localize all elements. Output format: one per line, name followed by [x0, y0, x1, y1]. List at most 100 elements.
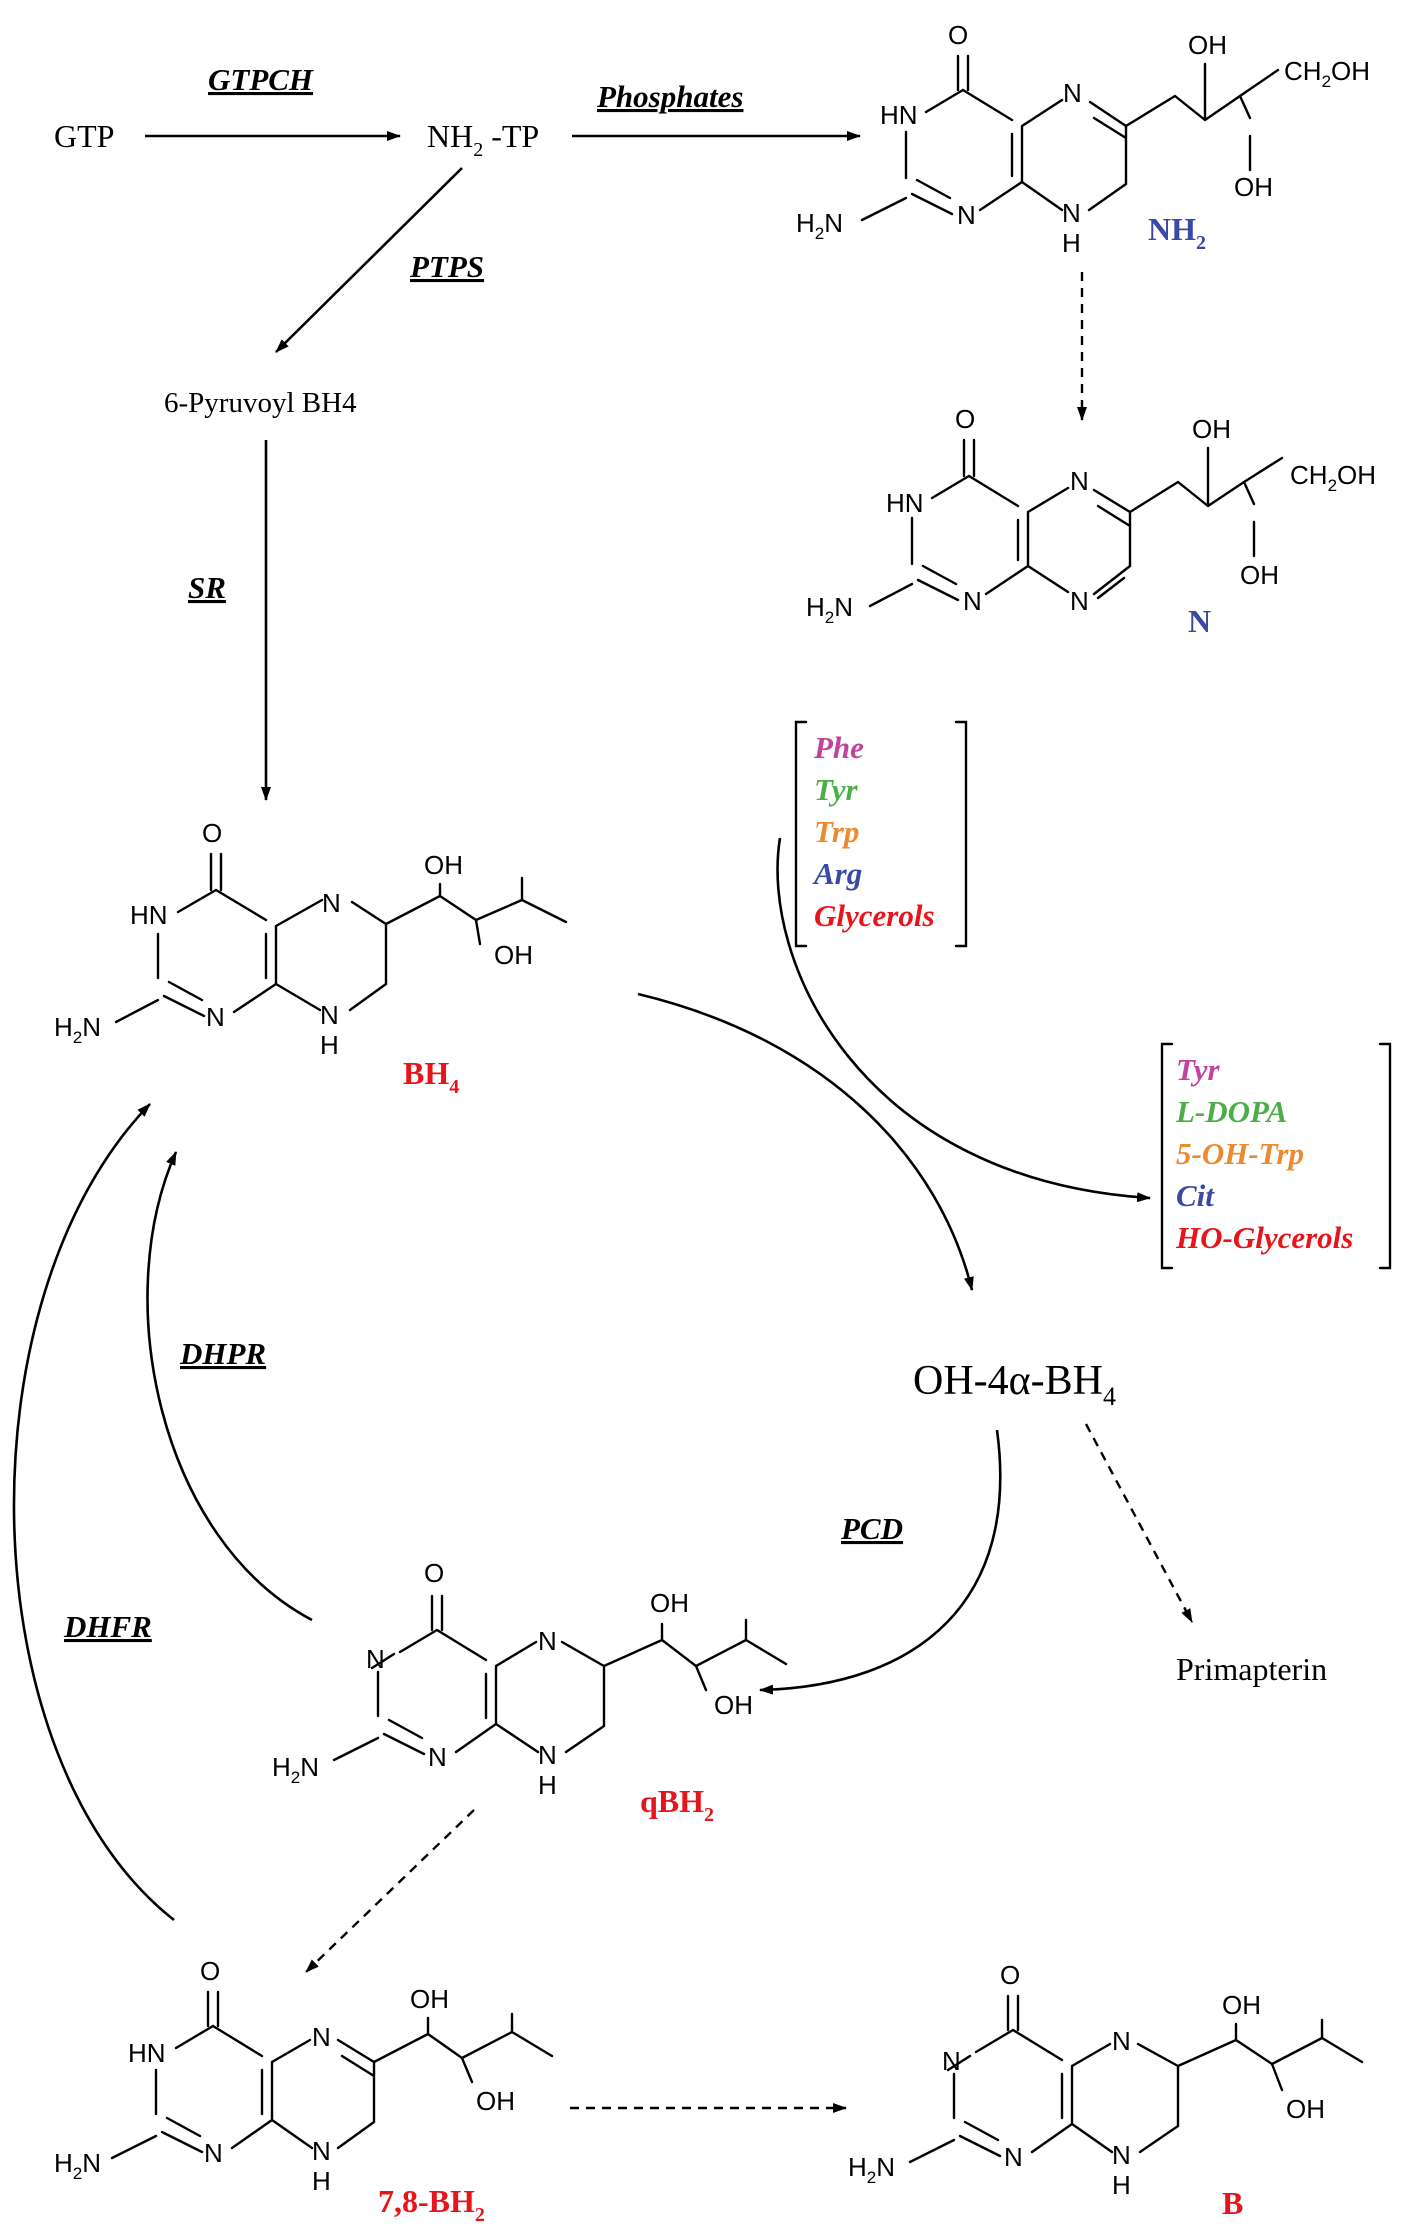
svg-text:N: N	[1004, 2142, 1023, 2172]
svg-text:H2N: H2N	[272, 1752, 319, 1787]
svg-text:O: O	[955, 404, 975, 434]
svg-text:HN: HN	[130, 900, 168, 930]
svg-text:H2N: H2N	[848, 2152, 895, 2187]
svg-text:H2N: H2N	[54, 2148, 101, 2183]
dhpr-enzyme-label: DHPR	[179, 1336, 266, 1371]
dhfr-arrow	[12, 1103, 175, 1922]
svg-text:OH: OH	[1192, 414, 1231, 444]
svg-text:OH: OH	[650, 1588, 689, 1618]
nh2-compound-label: NH2	[1148, 211, 1206, 254]
svg-text:OH: OH	[476, 2086, 515, 2116]
svg-text:N: N	[312, 2136, 331, 2166]
bh4-to-oh4a-arrow	[637, 992, 974, 1291]
substrate-bracket	[794, 720, 968, 948]
svg-text:OH: OH	[714, 1690, 753, 1720]
svg-text:CH2OH: CH2OH	[1284, 56, 1370, 91]
svg-text:N: N	[1070, 586, 1089, 616]
ptps-enzyme-label: PTPS	[409, 249, 484, 284]
svg-text:N: N	[366, 1644, 385, 1674]
substrate-item: Trp	[814, 814, 859, 849]
bh2-78-structure: O HN N N N H H2N OH OH	[54, 1956, 554, 2196]
svg-text:O: O	[948, 20, 968, 50]
svg-text:N: N	[538, 1740, 557, 1770]
svg-text:O: O	[424, 1558, 444, 1588]
pcd-enzyme-label: PCD	[840, 1511, 903, 1546]
svg-text:H: H	[320, 1030, 339, 1060]
bh4-compound-label: BH4	[403, 1055, 459, 1098]
svg-text:N: N	[1112, 2140, 1131, 2170]
svg-text:H2N: H2N	[54, 1012, 101, 1047]
svg-text:H2N: H2N	[806, 592, 853, 627]
b-compound-label: B	[1222, 2185, 1243, 2221]
bh2-78-compound-label: 7,8-BH2	[378, 2183, 485, 2226]
svg-text:OH: OH	[424, 850, 463, 880]
qbh2-compound-label: qBH2	[640, 1783, 714, 1826]
substrate-item: Glycerols	[814, 898, 935, 933]
svg-text:N: N	[538, 1626, 557, 1656]
svg-text:N: N	[206, 1002, 225, 1032]
svg-text:N: N	[204, 2138, 223, 2168]
nh2-tp-label: NH2 -TP	[427, 118, 539, 161]
svg-text:OH: OH	[1234, 172, 1273, 202]
svg-text:H: H	[1112, 2170, 1131, 2200]
substrate-to-product-arrow	[776, 837, 1151, 1203]
n-compound-label: N	[1188, 603, 1211, 639]
oh4a-bh4-label: OH-4α-BH4	[913, 1358, 1116, 1411]
svg-text:OH: OH	[1240, 560, 1279, 590]
nh2-structure: O HN N N N H H2N OH OH CH2OH	[796, 20, 1370, 258]
svg-text:N: N	[957, 200, 976, 230]
svg-text:H: H	[312, 2166, 331, 2196]
svg-text:N: N	[1062, 198, 1081, 228]
svg-text:OH: OH	[494, 940, 533, 970]
svg-text:HN: HN	[886, 488, 924, 518]
product-item: 5-OH-Trp	[1176, 1136, 1304, 1171]
pcd-arrow	[759, 1429, 1002, 1695]
product-item: HO-Glycerols	[1175, 1220, 1353, 1255]
product-bracket	[1160, 1042, 1392, 1270]
svg-text:N: N	[1112, 2026, 1131, 2056]
svg-text:OH: OH	[1286, 2094, 1325, 2124]
svg-text:O: O	[1000, 1960, 1020, 1990]
svg-text:HN: HN	[128, 2038, 166, 2068]
svg-text:O: O	[200, 1956, 220, 1986]
svg-text:N: N	[322, 888, 341, 918]
svg-text:N: N	[1070, 466, 1089, 496]
qbh2-to-78bh2-dashed-arrow	[305, 1809, 475, 1973]
product-item: L-DOPA	[1175, 1094, 1287, 1129]
product-item: Tyr	[1176, 1052, 1221, 1087]
primapterin-label: Primapterin	[1176, 1651, 1327, 1687]
svg-text:OH: OH	[1188, 30, 1227, 60]
pyruvoyl-bh4-label: 6-Pyruvoyl BH4	[164, 387, 357, 419]
svg-text:N: N	[428, 1742, 447, 1772]
svg-text:CH2OH: CH2OH	[1290, 460, 1376, 495]
n-structure: O HN N N N H2N OH OH CH2OH	[806, 404, 1376, 627]
svg-text:H2N: H2N	[796, 208, 843, 243]
oh4a-to-primapterin-dashed-arrow	[1084, 1423, 1194, 1623]
b-structure: O N N N N H H2N OH OH	[848, 1960, 1364, 2200]
dhpr-arrow	[146, 1151, 313, 1622]
substrate-item: Tyr	[814, 772, 859, 807]
gtp-label: GTP	[54, 118, 114, 154]
svg-text:N: N	[963, 586, 982, 616]
product-item: Cit	[1176, 1178, 1215, 1213]
svg-text:N: N	[1063, 78, 1082, 108]
sr-enzyme-label: SR	[188, 570, 226, 605]
svg-text:H: H	[538, 1770, 557, 1800]
svg-text:H: H	[1062, 228, 1081, 258]
svg-text:O: O	[202, 818, 222, 848]
svg-text:HN: HN	[880, 100, 918, 130]
svg-text:N: N	[312, 2022, 331, 2052]
substrate-item: Arg	[812, 856, 862, 891]
gtpch-enzyme-label: GTPCH	[208, 62, 314, 97]
svg-text:OH: OH	[1222, 1990, 1261, 2020]
qbh2-structure: O N N N N H H2N OH OH	[272, 1558, 788, 1800]
svg-text:N: N	[320, 1000, 339, 1030]
ptps-arrow	[275, 167, 463, 353]
svg-text:N: N	[942, 2046, 961, 2076]
phosphates-enzyme-label: Phosphates	[596, 79, 743, 114]
bh4-structure: O HN N N N H H2N OH OH	[54, 818, 568, 1060]
svg-text:OH: OH	[410, 1984, 449, 2014]
dhfr-enzyme-label: DHFR	[63, 1609, 152, 1644]
